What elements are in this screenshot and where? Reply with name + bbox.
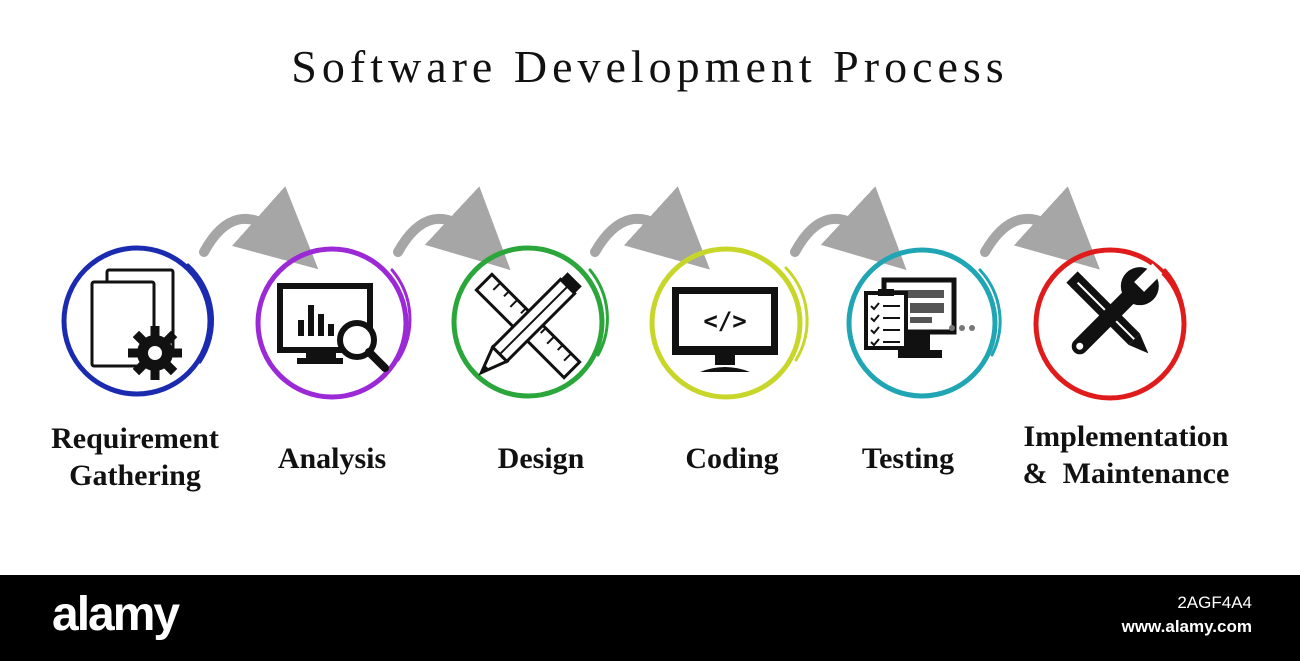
step-label-design: Design (497, 442, 585, 475)
step-label-testing: Testing (861, 442, 955, 475)
step-label-analysis: Analysis (277, 442, 387, 475)
ring-testing (846, 247, 1002, 399)
ring-design (451, 245, 609, 399)
watermark-bar: alamy 2AGF4A4 www.alamy.com (0, 575, 1300, 661)
alamy-logo: alamy (52, 588, 180, 641)
documents-gear-icon (90, 268, 182, 380)
ring-coding (649, 246, 809, 400)
ring-implementation (1033, 247, 1187, 401)
pencil-ruler-icon (474, 272, 582, 380)
image-id: 2AGF4A4 (1177, 593, 1252, 612)
arrow-3-to-4 (590, 186, 710, 270)
process-flow: </> (61, 186, 1187, 401)
checklist-computer-icon (864, 277, 975, 358)
watermark-url: www.alamy.com (1121, 617, 1252, 636)
step-label-coding: Coding (685, 442, 779, 475)
arrows (199, 186, 1100, 271)
arrow-1-to-2 (199, 186, 319, 270)
ring-analysis (255, 246, 412, 400)
arrow-2-to-3 (393, 186, 511, 271)
wrench-pencil-icon (1066, 263, 1163, 355)
ring-requirement-gathering (61, 245, 215, 397)
step-rings (61, 245, 1187, 401)
arrow-4-to-5 (790, 186, 907, 271)
diagram-title: Software Development Process (291, 41, 1009, 92)
monitor-chart-search-icon (277, 283, 389, 372)
step-label-implementation: Implementation & Maintenance (1022, 420, 1230, 490)
step-label-requirement-gathering: Requirement Gathering (51, 422, 219, 492)
svg-text:</>: </> (703, 307, 746, 335)
monitor-code-icon: </> (672, 287, 778, 372)
diagram: Software Development Process (51, 41, 1230, 492)
arrow-5-to-6 (980, 186, 1100, 270)
